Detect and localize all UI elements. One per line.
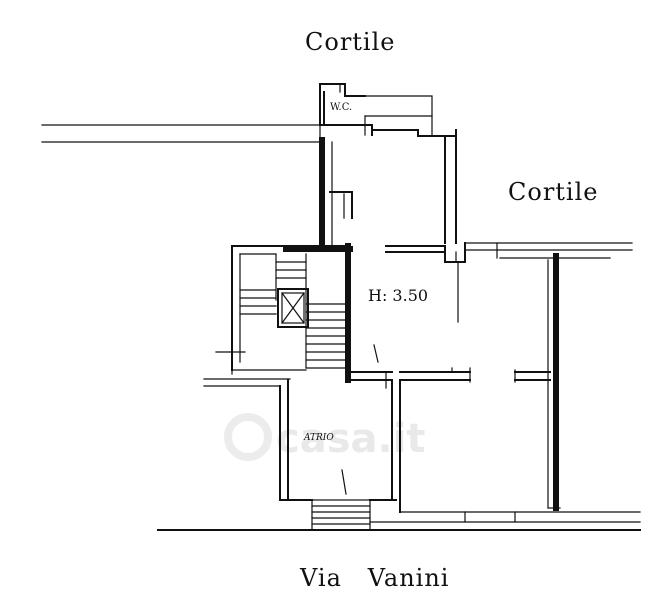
atrio-label: ATRIO (303, 433, 334, 443)
upper-room (319, 137, 498, 323)
courtyard-right-label: Cortile (508, 178, 598, 206)
watermark-logo-icon (224, 413, 272, 461)
wc-room (319, 83, 457, 244)
watermark-text: casa.it (276, 416, 426, 462)
wc-label: W.C. (330, 102, 352, 113)
ceiling-height-label: H: 3.50 (368, 286, 428, 305)
courtyard-top-label: Cortile (305, 28, 395, 56)
street-facade (157, 507, 641, 531)
entrance-steps (311, 499, 371, 531)
elevator-shaft (277, 288, 309, 328)
atrio-room (203, 351, 401, 513)
main-room (349, 253, 559, 511)
staircase (231, 243, 353, 383)
street-label: Via Vanini (299, 564, 449, 592)
